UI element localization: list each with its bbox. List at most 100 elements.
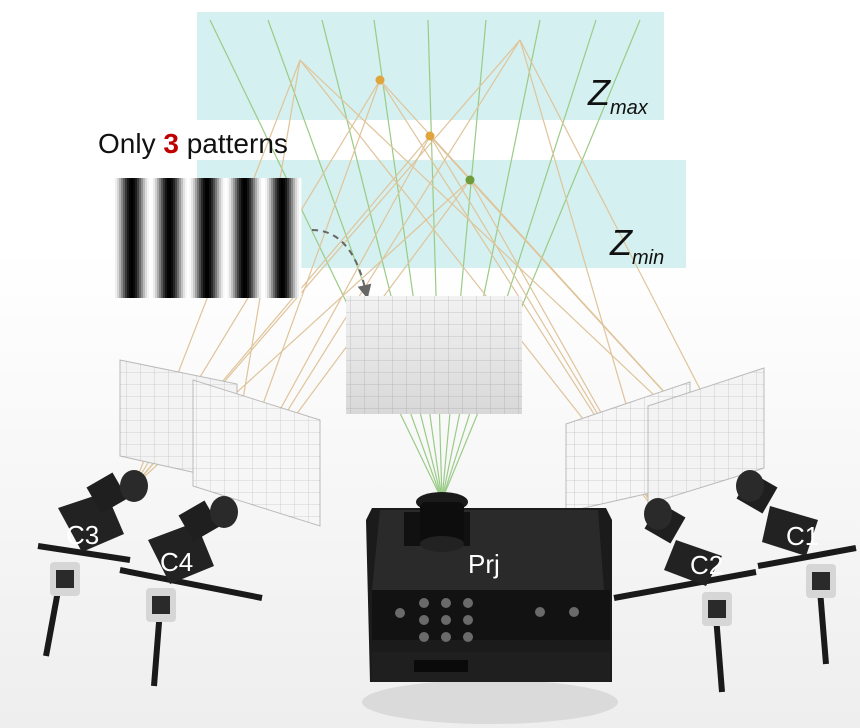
fringe-stripe [167,178,170,298]
fringe-stripe [219,178,222,298]
fringe-stripe [237,178,240,298]
fringe-stripe [233,178,236,298]
fringe-stripe [277,178,280,298]
fringe-stripe [267,178,270,298]
fringe-stripe [229,178,232,298]
plane-zmin [197,160,686,268]
fringe-stripe [255,178,258,298]
fringe-stripe [175,178,178,298]
projector-ray [441,19,541,501]
fringe-stripe [295,178,298,298]
fringe-stripe [253,178,256,298]
fringe-stripe [197,178,200,298]
fringe-stripe [147,178,150,298]
fringe-stripe [247,178,250,298]
fringe-stripe [281,178,284,298]
fringe-stripe [221,178,224,298]
fringe-stripe [211,178,214,298]
fringe-stripe [213,178,216,298]
fringe-stripe [243,178,246,298]
fringe-stripe [273,178,276,298]
pattern-count: 3 [163,128,179,159]
fringe-stripe [177,178,180,298]
fringe-stripe [227,178,230,298]
fringe-stripe [141,178,144,298]
camera-c2-label: C2 [690,550,724,580]
camera-c4 [119,496,263,687]
projector-ray [441,19,641,501]
projector [362,492,618,724]
fringe-stripe [259,178,262,298]
projector-ray [441,19,597,501]
fringe-stripe [163,178,166,298]
fringe-stripe [265,178,268,298]
fringe-stripe [183,178,186,298]
camera-c3-label: C3 [66,520,100,550]
fringe-stripe [187,178,190,298]
fringe-stripe [195,178,198,298]
fringe-stripe [235,178,238,298]
fringe-stripe [209,178,212,298]
fringe-stripe [185,178,188,298]
fringe-stripe [151,178,154,298]
fringe-stripe [207,178,210,298]
fringe-stripe [261,178,264,298]
projector-label: Prj [468,549,500,579]
fringe-stripe [161,178,164,298]
fringe-stripe [159,178,162,298]
projector-ray [209,19,443,501]
plane-label-zmax: Zmax [588,72,648,120]
fringe-stripe [283,178,286,298]
fringe-stripe [251,178,254,298]
projector-ray [427,19,443,501]
fringe-stripe [149,178,152,298]
camera-c1-label: C1 [786,521,820,551]
dashed-arrow [311,229,372,299]
fringe-stripe [263,178,266,298]
fringe-stripe [113,178,116,298]
fringe-stripe [257,178,260,298]
fringe-stripe [173,178,176,298]
fringe-stripe [153,178,156,298]
fringe-stripe [241,178,244,298]
camera-c2 [613,498,757,693]
camera-c1 [736,470,857,665]
fringe-stripe [169,178,172,298]
fringe-stripe [131,178,134,298]
fringe-stripe [135,178,138,298]
fringe-stripe [171,178,174,298]
fringe-stripe [279,178,282,298]
fringe-stripe [293,178,296,298]
fringe-stripe [239,178,242,298]
headline-suffix: patterns [178,128,288,159]
fringe-pattern [113,178,302,298]
center-projection-screen [346,296,522,414]
fringe-stripe [115,178,118,298]
fringe-stripe [157,178,160,298]
fringe-stripe [223,178,226,298]
fringe-stripe [231,178,234,298]
fringe-stripe [139,178,142,298]
fringe-stripe [285,178,288,298]
fringe-stripe [191,178,194,298]
fringe-stripe [179,178,182,298]
fringe-stripe [201,178,204,298]
fringe-stripe [271,178,274,298]
fringe-stripe [119,178,122,298]
projector-button-grid [395,598,579,642]
fringe-stripe [181,178,184,298]
fringe-stripe [137,178,140,298]
left-projection-screen-front [192,379,321,527]
fringe-stripe [133,178,136,298]
fringe-stripe [291,178,294,298]
fringe-stripe [299,178,302,298]
plane-label-zmin: Zmin [610,222,664,270]
fringe-stripe [217,178,220,298]
zmin-symbol: Z [610,222,632,263]
zmax-subscript: max [610,97,648,119]
headline-prefix: Only [98,128,164,159]
fringe-stripe [225,178,228,298]
projector-ray [441,19,487,501]
projector-ray [373,19,443,501]
projector-rays [209,19,641,501]
